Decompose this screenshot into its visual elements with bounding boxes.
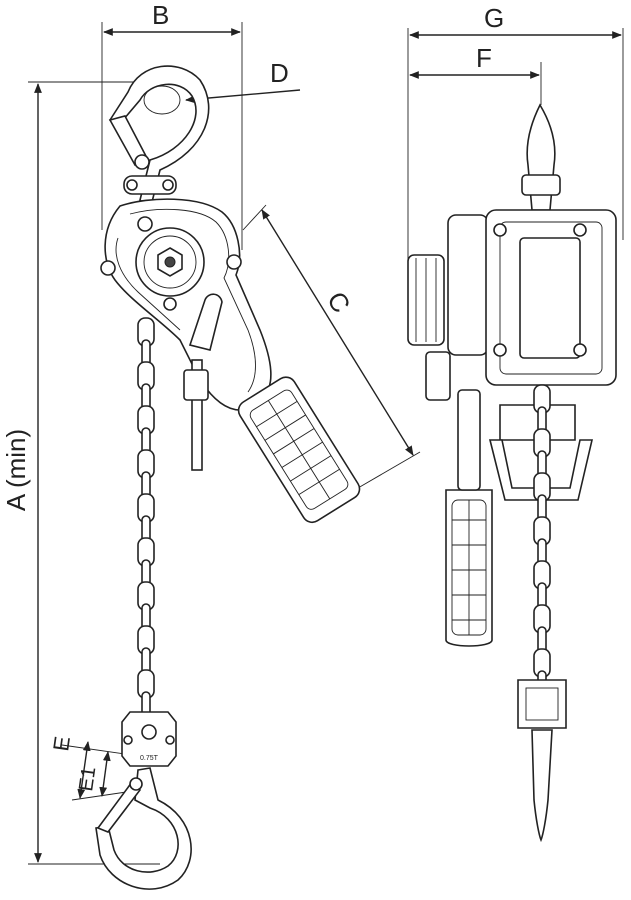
dimension-d-label: D — [270, 58, 289, 88]
chain-pin — [191, 359, 203, 471]
bottom-block: 0.75T — [121, 711, 177, 767]
dimension-a-label: A (min) — [1, 429, 31, 511]
bottom-hook-front — [531, 729, 553, 843]
lever-handle-front — [445, 389, 493, 647]
bottom-block-front — [517, 679, 567, 729]
load-chain-side — [137, 317, 155, 721]
bottom-hook — [95, 767, 192, 890]
dimension-e-label: E — [48, 735, 75, 753]
top-hook — [108, 65, 210, 212]
lever-handle — [237, 376, 361, 524]
dimension-lines — [28, 22, 624, 865]
top-shackle — [123, 175, 177, 195]
hoist-front-view — [407, 103, 617, 843]
hoist-side-view: 0.75T — [95, 65, 361, 890]
dimension-f-label: F — [476, 43, 492, 73]
dimension-g-label: G — [484, 3, 504, 33]
selector-lever — [188, 293, 223, 351]
dimension-e1-label: E1 — [75, 765, 100, 792]
dimension-c-label: C — [321, 286, 356, 318]
load-chain-front — [533, 384, 551, 700]
dimension-b-label: B — [152, 0, 169, 30]
block-marking: 0.75T — [140, 755, 159, 762]
